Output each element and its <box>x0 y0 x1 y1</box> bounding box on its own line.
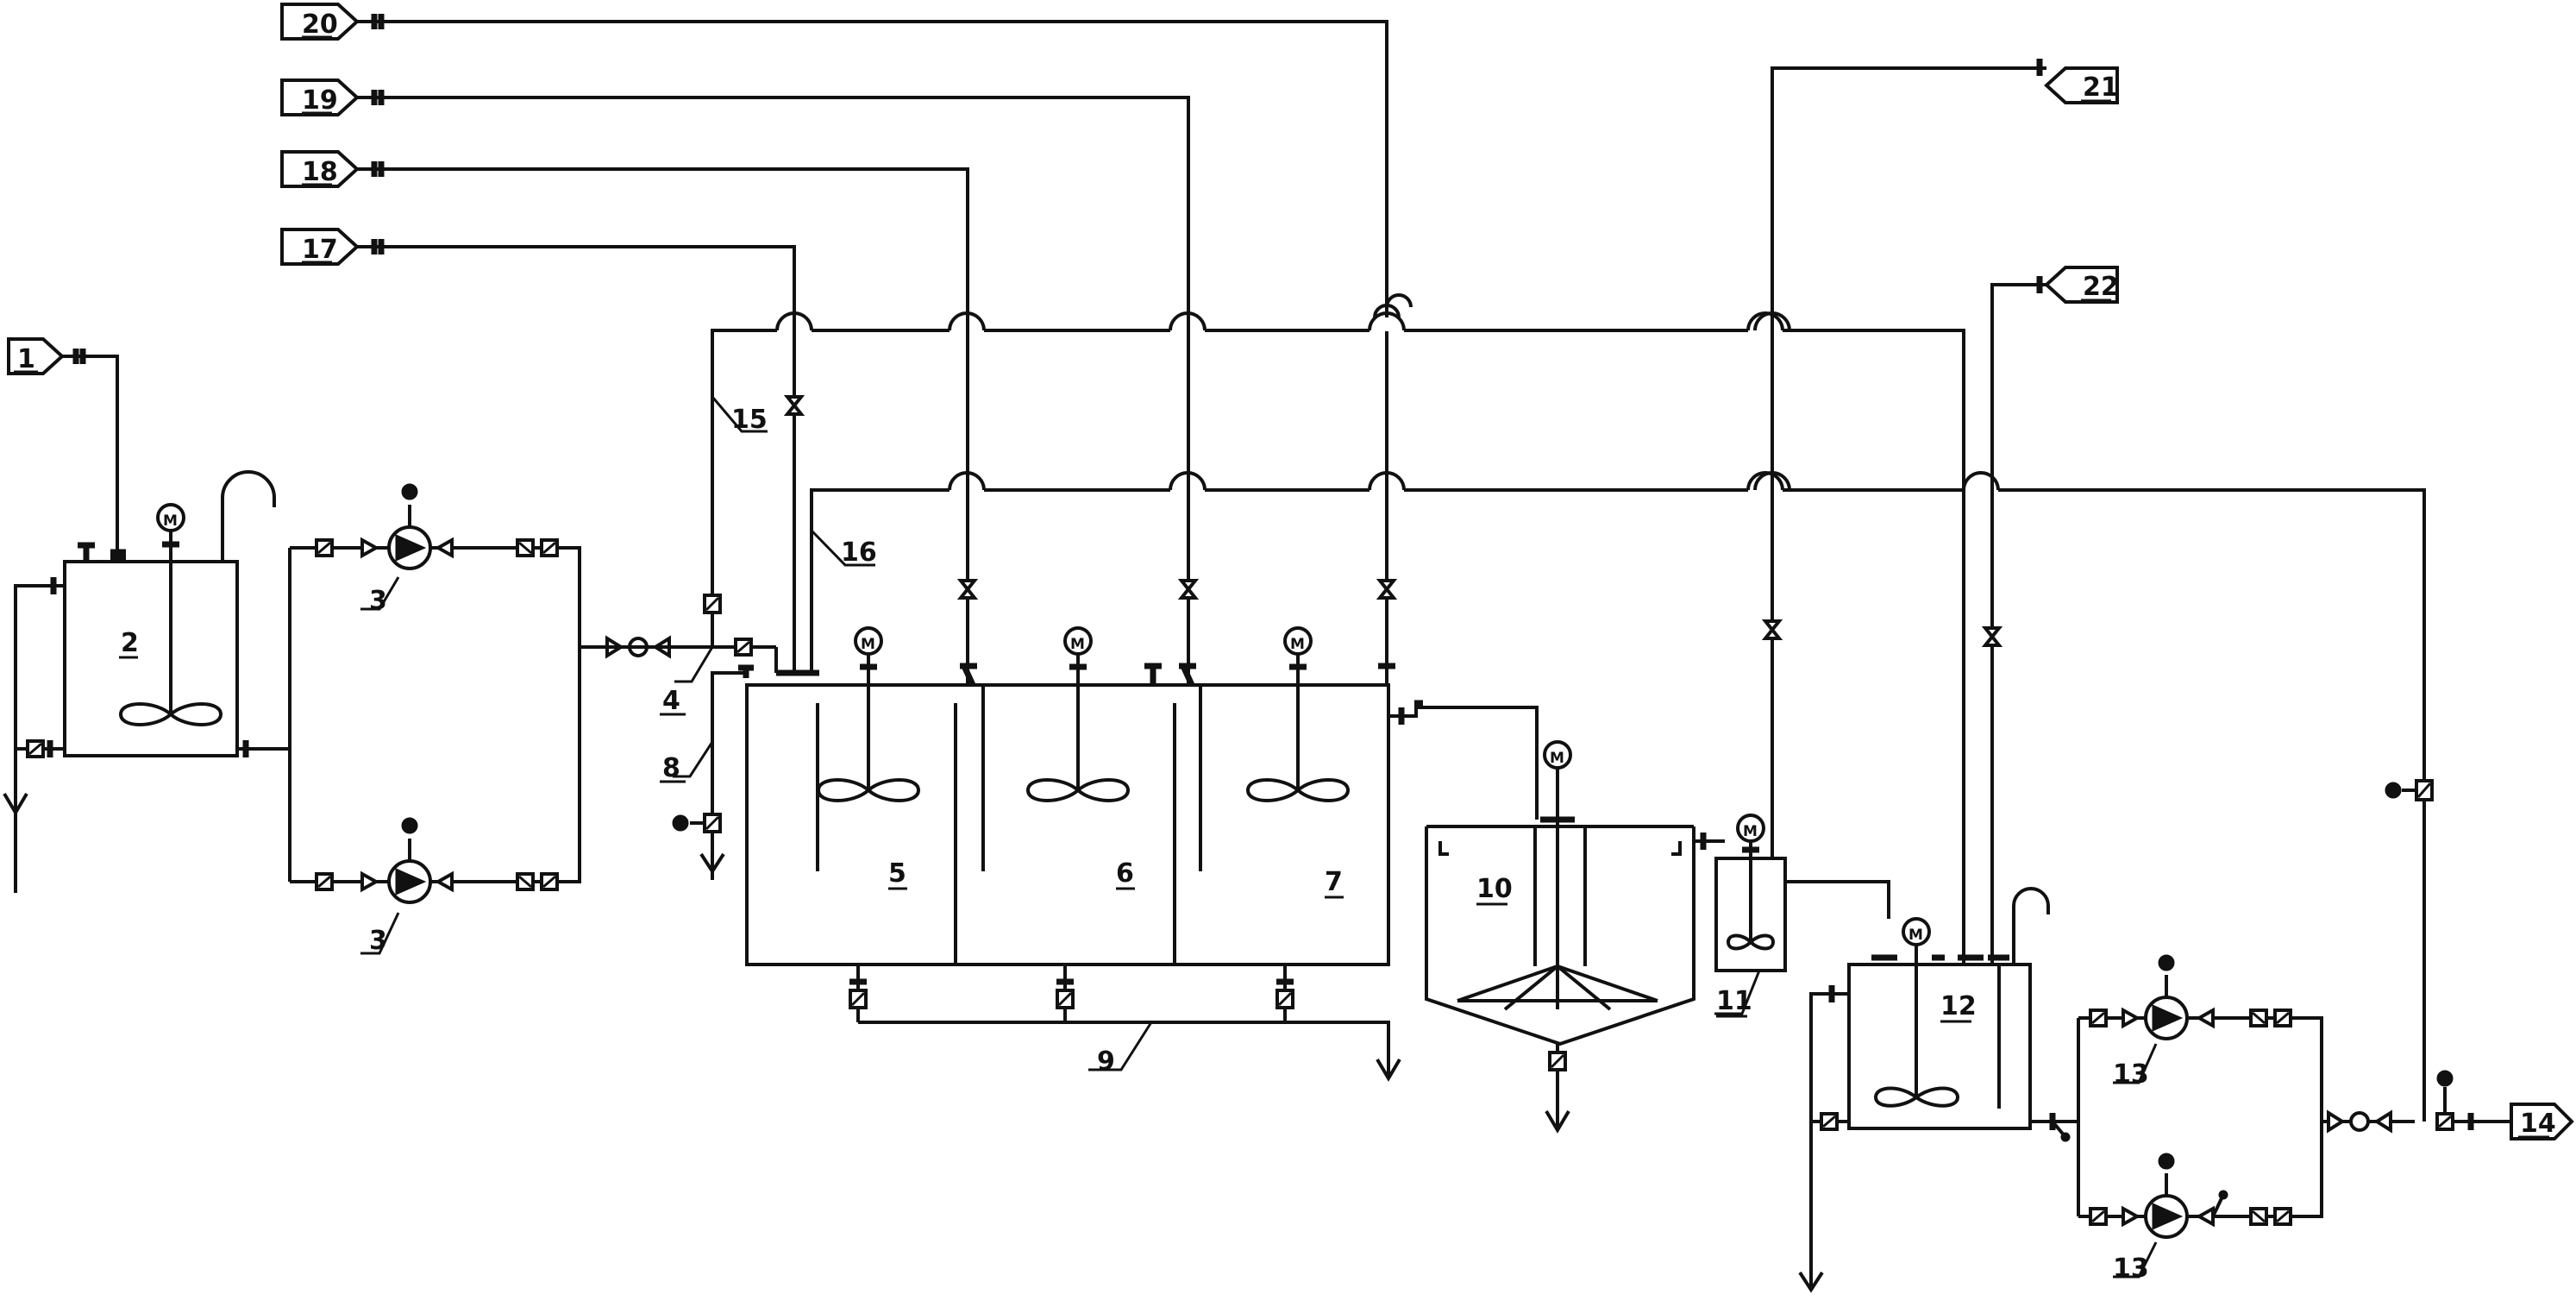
pump-set-3 <box>288 546 607 883</box>
motor-symbol-6: M <box>1070 636 1085 653</box>
clarifier-10: M 10 <box>1388 700 1695 1134</box>
reactor-5-6-7: 5 6 7 <box>745 663 1395 966</box>
crossings-21 <box>1753 311 1791 491</box>
motor-symbol: M <box>163 512 178 530</box>
line-9-label: 9 <box>1097 1046 1115 1077</box>
pump-3-bottom-label: 3 <box>369 926 387 956</box>
connector-1: 1 <box>7 337 119 557</box>
tank-7-label: 7 <box>1325 867 1343 897</box>
motor-icon <box>156 503 185 532</box>
connector-18-label: 18 <box>302 157 338 187</box>
tank-11: M 11 <box>1694 814 1890 1018</box>
header-line-15 <box>711 311 1965 965</box>
connector-20-label: 20 <box>302 9 338 40</box>
tank-2-drain <box>3 577 65 893</box>
connector-19: 19 <box>280 79 360 116</box>
connector-21-label: 21 <box>2083 72 2119 103</box>
pump-13-bottom[interactable]: 13 <box>2089 1153 2292 1284</box>
valve-18[interactable] <box>956 579 979 600</box>
valve-15[interactable] <box>703 594 722 647</box>
pump-13-top-label: 13 <box>2113 1059 2149 1090</box>
tank-5-label: 5 <box>888 858 906 889</box>
agitator-5[interactable]: M <box>816 626 921 802</box>
line-16-label: 16 <box>841 537 877 568</box>
connector-17: 17 <box>280 228 360 266</box>
dosing-lines <box>357 14 1413 673</box>
connector-22: 22 <box>1981 266 2119 965</box>
tank-11-label: 11 <box>1716 986 1752 1016</box>
valve-19[interactable] <box>1177 579 1200 600</box>
line-8-label: 8 <box>662 753 680 783</box>
outlet-line-14 <box>2327 779 2511 1134</box>
connector-18: 18 <box>280 150 360 188</box>
tank-6-label: 6 <box>1116 858 1134 889</box>
agitator-7[interactable]: M <box>1245 626 1351 802</box>
connector-22-label: 22 <box>2083 272 2119 302</box>
tank-12-label: 12 <box>1940 991 1977 1021</box>
agitator-6[interactable]: M <box>1025 626 1131 802</box>
pump-3-bottom[interactable]: 3 <box>315 817 559 956</box>
tank-2-label: 2 <box>121 628 139 658</box>
line-4-label: 4 <box>662 686 680 716</box>
connector-20: 20 <box>280 2 360 41</box>
pump-13-top[interactable]: 13 <box>2089 954 2292 1090</box>
motor-symbol-5: M <box>861 636 875 653</box>
tank-10-label: 10 <box>1476 874 1513 904</box>
connector-17-label: 17 <box>302 235 338 265</box>
valve-17[interactable] <box>783 395 805 416</box>
connector-19-label: 19 <box>302 85 338 116</box>
tank-2: 2 M <box>63 470 290 757</box>
leader-16: 16 <box>810 529 877 568</box>
motor-symbol-10: M <box>1550 750 1564 767</box>
line-15-label: 15 <box>731 405 768 435</box>
valve-20[interactable] <box>1376 579 1398 600</box>
drain-line-9: 9 <box>849 965 1401 1082</box>
motor-symbol-7: M <box>1290 636 1305 653</box>
motor-symbol-11: M <box>1743 823 1758 840</box>
connector-1-label: 1 <box>17 344 35 374</box>
connector-21: 21 <box>1761 59 2119 858</box>
connector-14: 14 <box>2510 1103 2574 1140</box>
pump-3-top-label: 3 <box>369 586 387 616</box>
leader-15: 15 <box>711 396 768 435</box>
connector-14-label: 14 <box>2520 1109 2556 1139</box>
motor-symbol-12: M <box>1908 927 1923 944</box>
pump-3-top[interactable]: 3 <box>315 483 559 616</box>
line-8: 8 <box>660 664 754 880</box>
tank-12: M 12 <box>1798 887 2078 1293</box>
pump-13-bottom-label: 13 <box>2113 1254 2149 1284</box>
